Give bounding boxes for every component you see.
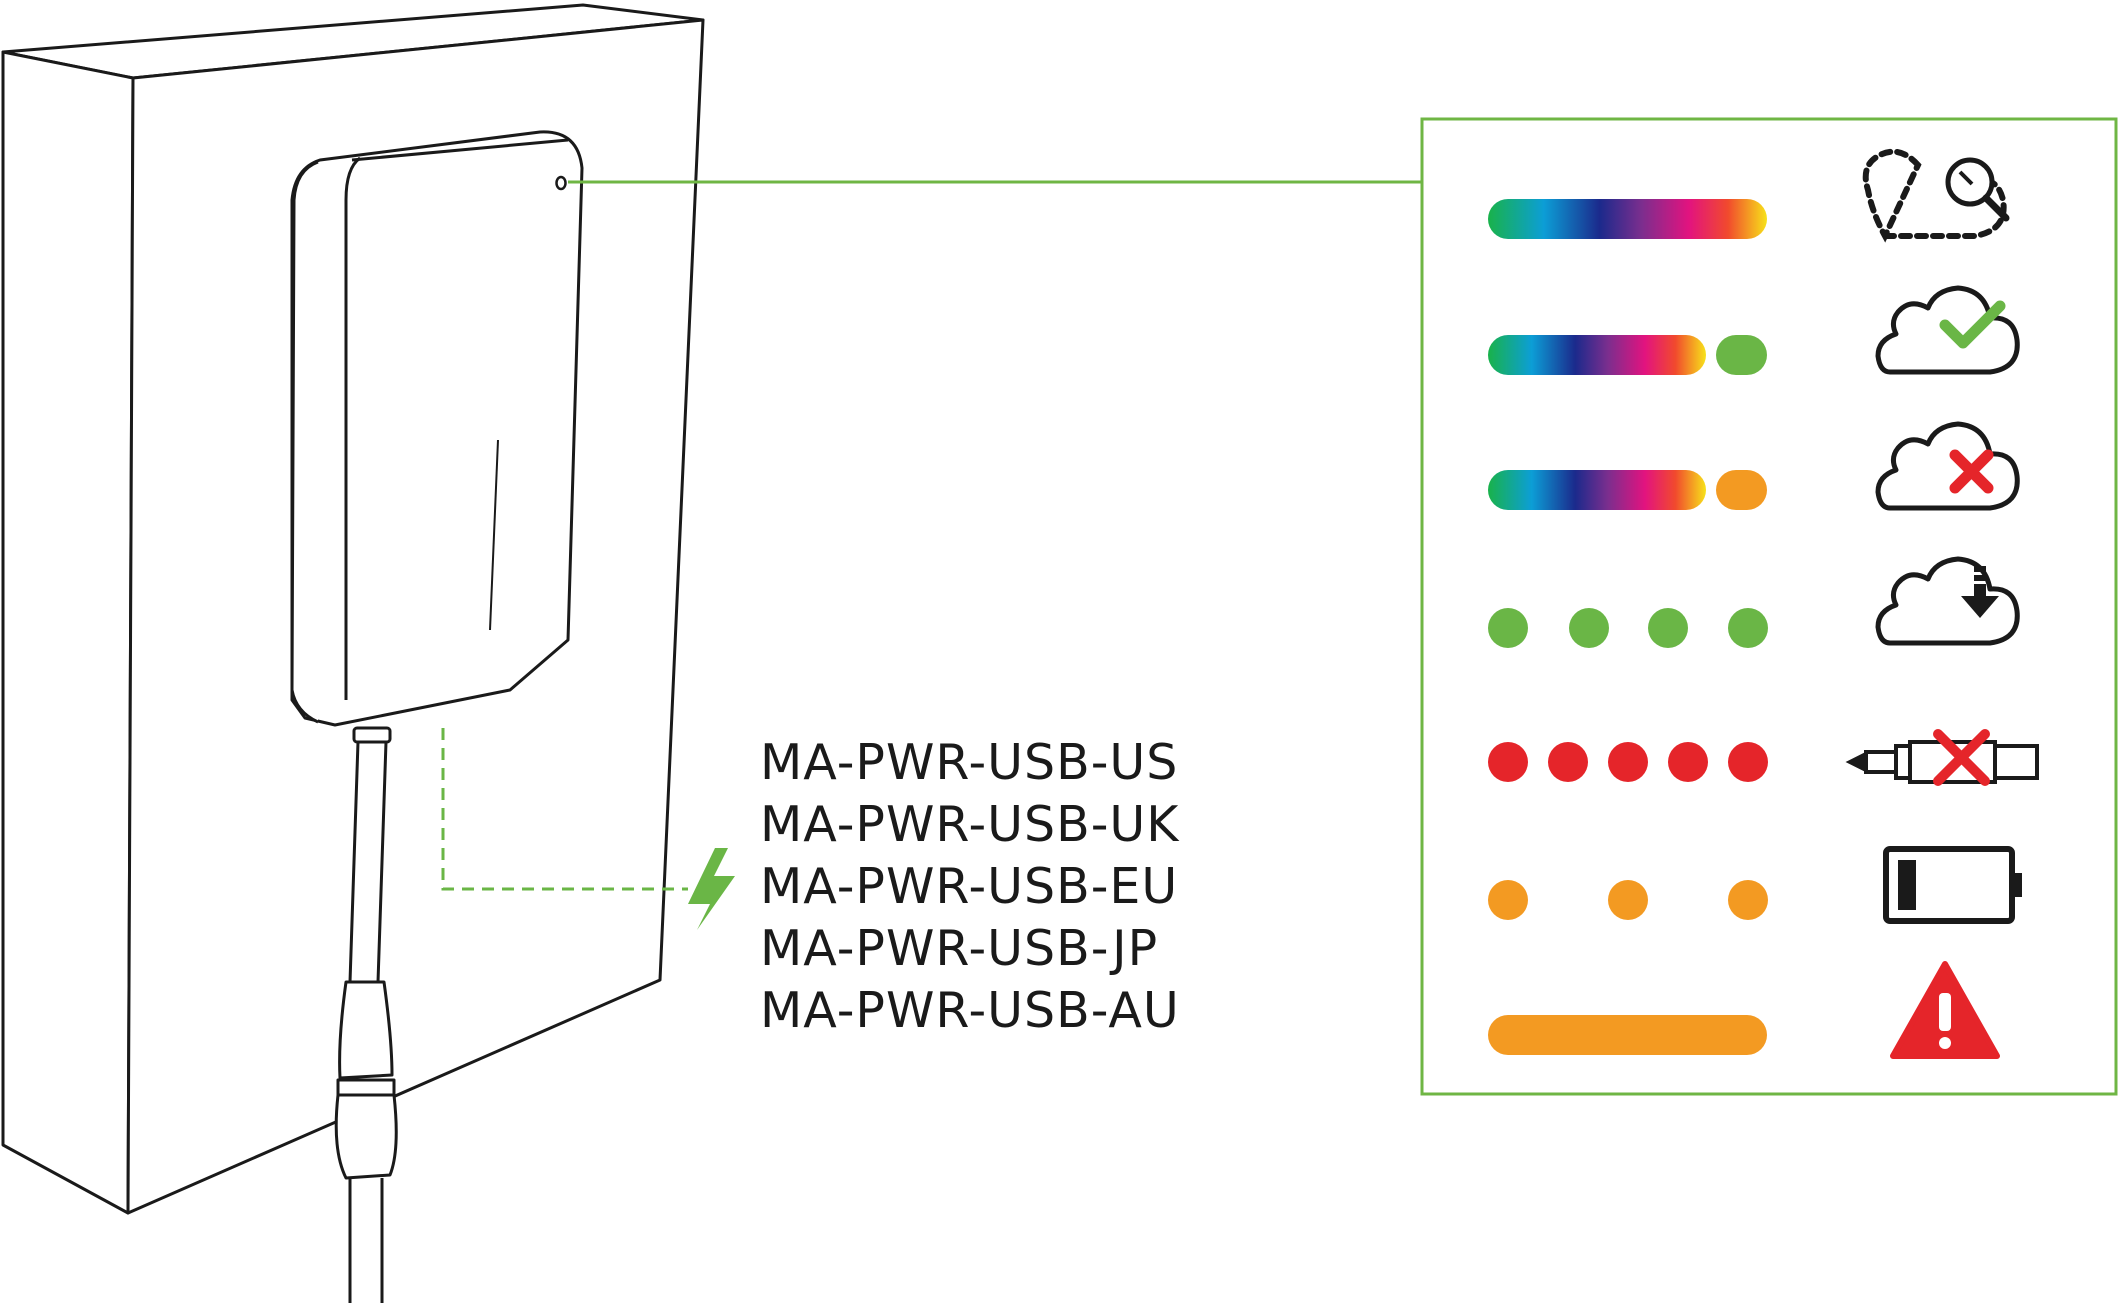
model-label: MA-PWR-USB-US bbox=[760, 734, 1179, 791]
led-pattern-rainbow-green bbox=[1488, 335, 1767, 375]
adapter-model-list: MA-PWR-USB-US MA-PWR-USB-UK MA-PWR-USB-E… bbox=[760, 732, 1180, 1042]
led-pattern-red-blink bbox=[1488, 742, 1768, 782]
power-adapter bbox=[290, 130, 584, 1303]
led-pattern-rainbow-orange bbox=[1488, 470, 1767, 510]
power-leader-line bbox=[441, 728, 688, 891]
cloud-search-icon bbox=[1862, 148, 2010, 243]
led-pattern-orange-blink bbox=[1488, 880, 1768, 920]
model-label: MA-PWR-USB-EU bbox=[760, 858, 1179, 915]
warning-icon bbox=[1890, 961, 2000, 1059]
low-battery-icon bbox=[1883, 846, 2022, 924]
cloud-check-icon bbox=[1875, 285, 2020, 375]
led-pattern-solid-orange bbox=[1488, 1015, 1767, 1055]
model-label: MA-PWR-USB-JP bbox=[760, 920, 1159, 977]
disconnected-cable-icon bbox=[1845, 729, 2039, 786]
led-pattern-green-blink bbox=[1488, 608, 1768, 648]
model-label: MA-PWR-USB-UK bbox=[760, 796, 1180, 853]
lightning-icon bbox=[688, 848, 735, 930]
cloud-error-icon bbox=[1875, 421, 2020, 511]
model-label: MA-PWR-USB-AU bbox=[760, 982, 1180, 1039]
cloud-download-icon bbox=[1875, 556, 2020, 646]
led-pattern-rainbow bbox=[1488, 199, 1767, 239]
